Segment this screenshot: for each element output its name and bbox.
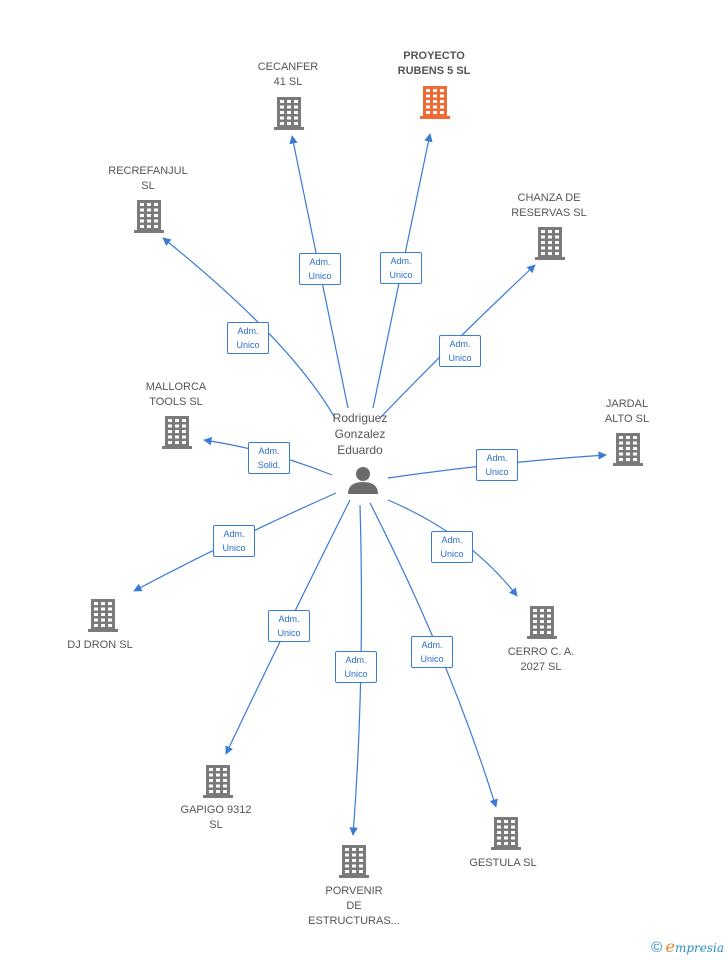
relation-djdron-badge: Adm. Unico (213, 525, 255, 557)
person-name[interactable]: Rodriguez Gonzalez Eduardo (332, 411, 388, 457)
brand-name: mpresia (674, 941, 724, 955)
relation-proyecto-badge: Adm. Unico (380, 252, 422, 284)
relation-jardal-badge: Adm. Unico (476, 449, 518, 481)
relation-gestula-badge: Adm. Unico (411, 636, 453, 668)
company-jardal-building-icon[interactable] (613, 433, 643, 466)
company-recrefanjul-name[interactable]: RECREFANJUL SL (108, 165, 188, 192)
relation-chanza-badge: Adm. Unico (439, 335, 481, 367)
company-jardal-name[interactable]: JARDAL ALTO SL (604, 398, 650, 425)
company-cecanfer-name[interactable]: CECANFER 41 SL (257, 61, 319, 88)
company-cerro-name[interactable]: CERRO C. A. 2027 SL (507, 646, 575, 673)
company-cerro-building-icon[interactable] (527, 606, 557, 639)
edge-recrefanjul (162, 237, 336, 419)
company-cecanfer-building-icon[interactable] (274, 97, 304, 130)
company-proyecto-building-icon[interactable] (420, 86, 450, 119)
company-mallorca-building-icon[interactable] (162, 416, 192, 449)
company-gestula-name[interactable]: GESTULA SL (469, 857, 537, 869)
company-gestula-building-icon[interactable] (491, 817, 521, 850)
relation-mallorca-badge: Adm. Solid. (248, 442, 290, 474)
company-djdron-name[interactable]: DJ DRON SL (67, 639, 133, 651)
company-mallorca-name[interactable]: MALLORCA TOOLS SL (145, 381, 207, 408)
brand-footer: © empresia (651, 937, 724, 956)
company-gapigo-name[interactable]: GAPIGO 9312 SL (180, 804, 252, 831)
company-porvenir-building-icon[interactable] (339, 845, 369, 878)
relation-gapigo-badge: Adm. Unico (268, 610, 310, 642)
company-porvenir-name[interactable]: PORVENIR DE ESTRUCTURAS... (308, 885, 400, 927)
company-gapigo-building-icon[interactable] (203, 765, 233, 798)
copyright-icon: © (651, 939, 663, 956)
company-chanza-name[interactable]: CHANZA DE RESERVAS SL (511, 192, 587, 219)
relation-recrefanjul-badge: Adm. Unico (227, 322, 269, 354)
relation-cerro-badge: Adm. Unico (431, 531, 473, 563)
company-chanza-building-icon[interactable] (535, 227, 565, 260)
person-icon[interactable] (348, 467, 378, 494)
company-djdron-building-icon[interactable] (88, 599, 118, 632)
company-proyecto-name[interactable]: PROYECTO RUBENS 5 SL (397, 50, 471, 77)
relation-porvenir-badge: Adm. Unico (335, 651, 377, 683)
brand-initial: e (665, 937, 675, 956)
company-recrefanjul-building-icon[interactable] (134, 200, 164, 233)
relation-cecanfer-badge: Adm. Unico (299, 253, 341, 285)
